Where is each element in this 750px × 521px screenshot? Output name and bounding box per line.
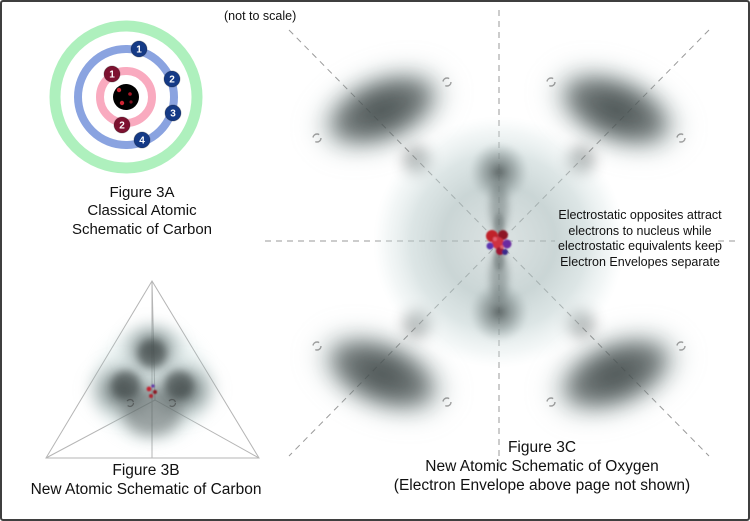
fig3a-inner-electron-1: 1 bbox=[103, 65, 121, 83]
svg-text:2: 2 bbox=[169, 75, 175, 86]
svg-text:4: 4 bbox=[139, 136, 145, 147]
fig3b-electron-envelopes bbox=[84, 319, 221, 443]
fig3a-outer-electron-2: 2 bbox=[163, 70, 181, 88]
fig3b-caption: Figure 3B New Atomic Schematic of Carbon bbox=[12, 462, 280, 500]
fig3a-caption: Figure 3A Classical Atomic Schematic of … bbox=[42, 184, 242, 239]
fig3b-diagram bbox=[45, 280, 260, 459]
fig3c-annotation-line1: Electrostatic opposites attract bbox=[558, 208, 722, 222]
fig3a-outer-electron-3: 3 bbox=[164, 104, 182, 122]
fig3b-caption-line2: New Atomic Schematic of Carbon bbox=[30, 480, 262, 498]
fig3a-nucleus-protons bbox=[116, 87, 133, 106]
svg-text:1: 1 bbox=[136, 45, 142, 56]
svg-text:3: 3 bbox=[170, 109, 176, 120]
fig3a-diagram: 1 2 3 4 1 2 bbox=[49, 20, 203, 174]
fig3a-caption-line3: Schematic of Carbon bbox=[71, 220, 213, 238]
fig3a-outer-shell-ring bbox=[49, 20, 203, 174]
fig3c-caption-line3: (Electron Envelope above page not shown) bbox=[393, 476, 691, 494]
fig3a-outer-electron-4: 4 bbox=[133, 131, 151, 149]
fig3c-annotation: Electrostatic opposites attract electron… bbox=[549, 208, 731, 270]
fig3c-caption-line2: New Atomic Schematic of Oxygen bbox=[425, 457, 659, 475]
svg-text:2: 2 bbox=[119, 121, 125, 132]
fig3c-caption-title: Figure 3C bbox=[507, 439, 577, 456]
fig3c-nucleus bbox=[486, 230, 512, 255]
fig3a-inner-electron-2: 2 bbox=[113, 116, 131, 134]
fig3c-annotation-line2: electrons to nucleus while bbox=[568, 223, 712, 238]
fig3a-nucleus bbox=[113, 84, 139, 110]
fig3a-middle-shell-ring bbox=[74, 45, 178, 149]
fig3c-lobe-curls bbox=[312, 77, 686, 407]
fig3b-nucleus bbox=[146, 384, 157, 398]
fig3c-caption: Figure 3C New Atomic Schematic of Oxygen… bbox=[332, 439, 748, 496]
fig3c-diagram bbox=[265, 10, 739, 470]
fig3b-caption-title: Figure 3B bbox=[112, 462, 180, 479]
fig3c-annotation-line3: electrostatic equivalents keep bbox=[558, 239, 722, 253]
svg-text:1: 1 bbox=[109, 70, 115, 81]
fig3a-outer-electron-1: 1 bbox=[130, 40, 148, 58]
not-to-scale-label: (not to scale) bbox=[224, 9, 297, 23]
fig3c-annotation-line4: Electron Envelopes separate bbox=[560, 254, 720, 269]
fig3a-caption-title: Figure 3A bbox=[109, 184, 175, 201]
fig3a-caption-line2: Classical Atomic bbox=[87, 202, 197, 220]
